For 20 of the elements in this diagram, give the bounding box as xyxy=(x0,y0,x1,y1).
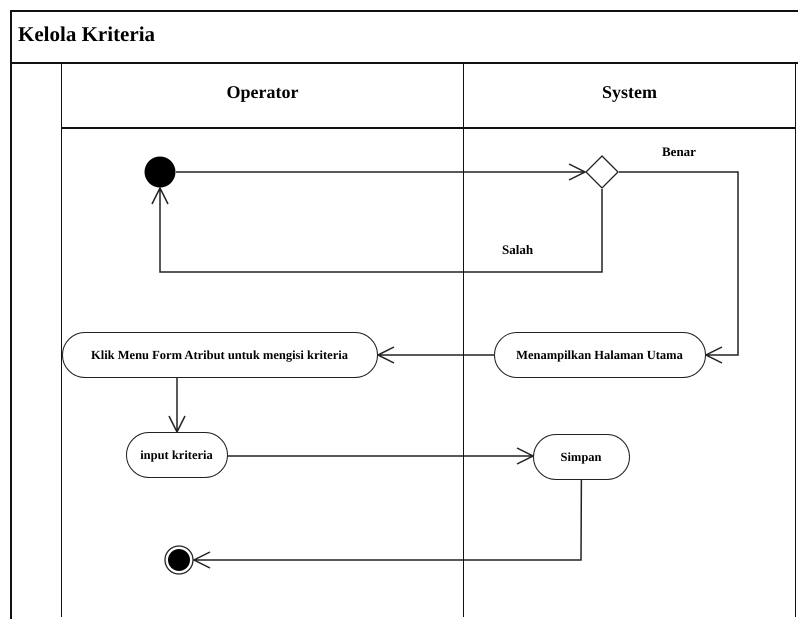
control-flow-arrow xyxy=(193,480,582,569)
action-node: Simpan xyxy=(532,434,630,480)
control-flow-arrow xyxy=(151,187,603,273)
control-flow-arrow xyxy=(176,163,586,181)
swimlane xyxy=(463,62,796,617)
action-node: input kriteria xyxy=(126,432,228,478)
lane-header: System xyxy=(601,82,658,103)
control-flow-arrow xyxy=(228,447,534,465)
initial-node xyxy=(144,156,176,188)
lane-header: Operator xyxy=(226,82,300,103)
diagram-frame xyxy=(10,10,798,619)
final-node xyxy=(164,545,194,575)
decision-diamond xyxy=(584,155,618,189)
control-flow-arrow xyxy=(619,171,739,364)
action-node: Klik Menu Form Atribut untuk mengisi kriteria xyxy=(62,332,378,378)
control-flow-arrow xyxy=(168,378,186,433)
action-node: Menampilkan Halaman Utama xyxy=(494,332,706,378)
control-flow-arrow xyxy=(377,346,494,364)
swimlane xyxy=(61,62,464,617)
frame-label: Kelola Kriteria xyxy=(18,22,156,47)
